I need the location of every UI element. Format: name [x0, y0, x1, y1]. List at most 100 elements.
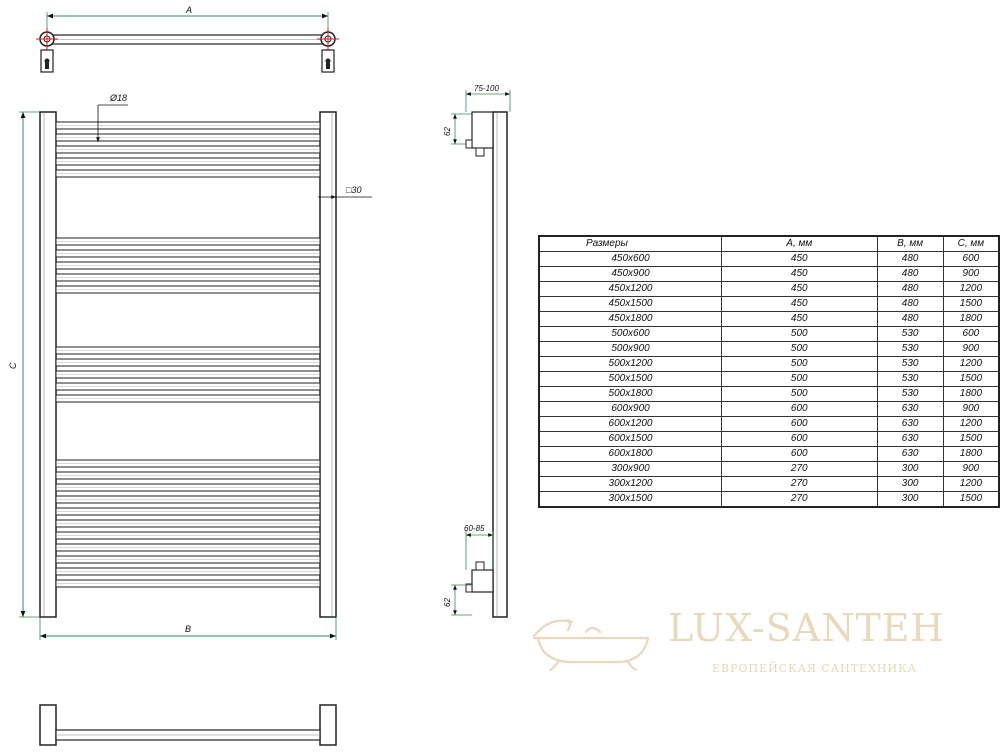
table-cell: 450	[721, 251, 878, 267]
table-cell: 630	[876, 401, 944, 417]
table-cell: 1200	[942, 281, 1000, 297]
table-cell: 300	[876, 476, 944, 492]
table-cell: 1200	[942, 356, 1000, 372]
table-cell: 500	[721, 356, 878, 372]
table-cell: 450	[721, 281, 878, 297]
table-cell: 630	[876, 431, 944, 447]
table-cell: 450x600	[538, 251, 723, 267]
table-cell: 500	[721, 341, 878, 357]
table-cell: 630	[876, 416, 944, 432]
table-cell: 600	[721, 446, 878, 462]
table-cell: 530	[876, 326, 944, 342]
dim-side-bottom-depth: 60-85	[464, 524, 485, 533]
table-cell: 600x1200	[538, 416, 723, 432]
table-cell: 480	[876, 311, 944, 327]
table-cell: 450	[721, 311, 878, 327]
connector-right-icon	[317, 28, 339, 73]
dim-c-label: C	[8, 362, 18, 369]
table-cell: 300x1500	[538, 491, 723, 508]
radiator-rungs	[55, 121, 321, 588]
table-cell: 630	[876, 446, 944, 462]
table-cell: 900	[942, 401, 1000, 417]
table-cell: 480	[876, 266, 944, 282]
table-cell: 500x1800	[538, 386, 723, 402]
table-cell: 530	[876, 371, 944, 387]
table-cell: 600	[942, 326, 1000, 342]
table-cell: 450	[721, 296, 878, 312]
dim-b-label: B	[185, 624, 191, 634]
table-cell: 500x1500	[538, 371, 723, 387]
front-view: C Ø18 □30 B	[8, 93, 372, 640]
table-cell: 600	[721, 431, 878, 447]
dim-side-top-depth: 75-100	[474, 84, 499, 93]
table-cell: 450x900	[538, 266, 723, 282]
table-cell: 500	[721, 326, 878, 342]
connector-left-icon	[36, 28, 58, 73]
table-cell: 300x1200	[538, 476, 723, 492]
table-cell: 450x1800	[538, 311, 723, 327]
table-cell: 600x1500	[538, 431, 723, 447]
header-b-mm: B, мм	[876, 235, 944, 252]
table-cell: 270	[721, 491, 878, 508]
dim-tube-diameter: Ø18	[109, 93, 127, 103]
dim-side-top-height: 62	[443, 127, 452, 136]
table-cell: 500	[721, 386, 878, 402]
table-cell: 900	[942, 461, 1000, 477]
dim-profile: □30	[346, 185, 361, 195]
table-cell: 480	[876, 251, 944, 267]
header-a-mm: A, мм	[721, 235, 878, 252]
table-cell: 530	[876, 356, 944, 372]
table-cell: 500x1200	[538, 356, 723, 372]
table-header-row: Размеры A, мм B, мм C, мм	[538, 235, 1000, 252]
table-cell: 300	[876, 491, 944, 508]
table-cell: 530	[876, 386, 944, 402]
table-cell: 270	[721, 461, 878, 477]
table-cell: 1800	[942, 446, 1000, 462]
table-cell: 900	[942, 341, 1000, 357]
table-cell: 1500	[942, 296, 1000, 312]
header-sizes: Размеры	[538, 235, 723, 252]
table-cell: 300x900	[538, 461, 723, 477]
table-cell: 500x900	[538, 341, 723, 357]
table-cell: 600	[942, 251, 1000, 267]
table-cell: 500x600	[538, 326, 723, 342]
table-cell: 1500	[942, 431, 1000, 447]
top-view: A	[36, 5, 339, 73]
table-cell: 1500	[942, 491, 1000, 508]
table-cell: 530	[876, 341, 944, 357]
table-cell: 480	[876, 281, 944, 297]
table-cell: 900	[942, 266, 1000, 282]
dim-side-bottom-height: 62	[443, 598, 452, 607]
table-cell: 1800	[942, 311, 1000, 327]
table-cell: 600	[721, 401, 878, 417]
table-cell: 500	[721, 371, 878, 387]
table-cell: 1800	[942, 386, 1000, 402]
table-cell: 450	[721, 266, 878, 282]
table-cell: 600x900	[538, 401, 723, 417]
table-cell: 1500	[942, 371, 1000, 387]
table-cell: 300	[876, 461, 944, 477]
table-cell: 600	[721, 416, 878, 432]
table-cell: 450x1200	[538, 281, 723, 297]
header-c-mm: C, мм	[942, 235, 1000, 252]
dim-a-label: A	[185, 5, 192, 15]
table-cell: 270	[721, 476, 878, 492]
table-cell: 480	[876, 296, 944, 312]
